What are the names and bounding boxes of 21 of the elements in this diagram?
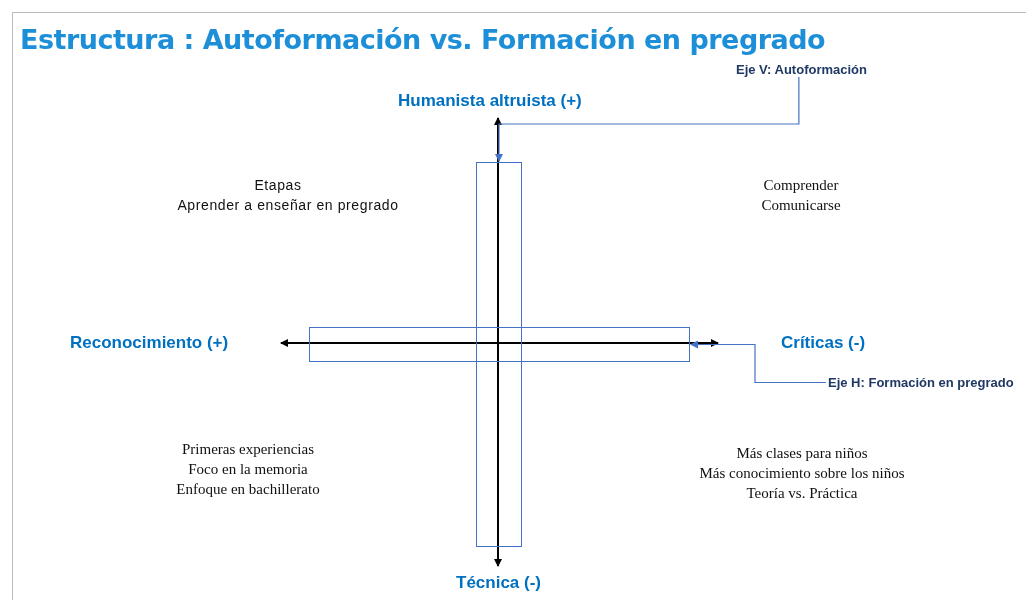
quadrant-text: Primeras experiencias <box>182 441 314 458</box>
vertical-bar <box>476 162 522 547</box>
quadrant-text: Más conocimiento sobre los niños <box>699 465 905 482</box>
quadrant-text: Etapas <box>254 177 302 193</box>
quadrant-text: Comunicarse <box>761 197 841 214</box>
axis-caption: Eje V: Autoformación <box>736 62 867 77</box>
quadrant-text: Aprender a enseñar en pregrado <box>177 197 399 213</box>
quadrant-text: Más clases para niños <box>736 445 868 462</box>
axis-pole-label: Críticas (-) <box>781 333 866 353</box>
horizontal-bar <box>309 327 690 362</box>
axis-caption: Eje H: Formación en pregrado <box>828 375 1014 390</box>
quadrant-text: Comprender <box>763 177 839 194</box>
leader-line <box>495 76 800 162</box>
axis-pole-label: Humanista altruista (+) <box>398 91 582 111</box>
quadrant-text: Foco en la memoria <box>188 461 308 478</box>
axis-pole-label: Reconocimiento (+) <box>70 333 229 353</box>
quadrant-text: Enfoque en bachillerato <box>176 481 320 498</box>
axis-pole-label: Técnica (-) <box>456 573 542 593</box>
leader-line <box>690 340 827 384</box>
quadrant-text: Teoría vs. Práctica <box>746 485 858 502</box>
title: Estructura : Autoformación vs. Formación en pregrado <box>20 24 826 55</box>
